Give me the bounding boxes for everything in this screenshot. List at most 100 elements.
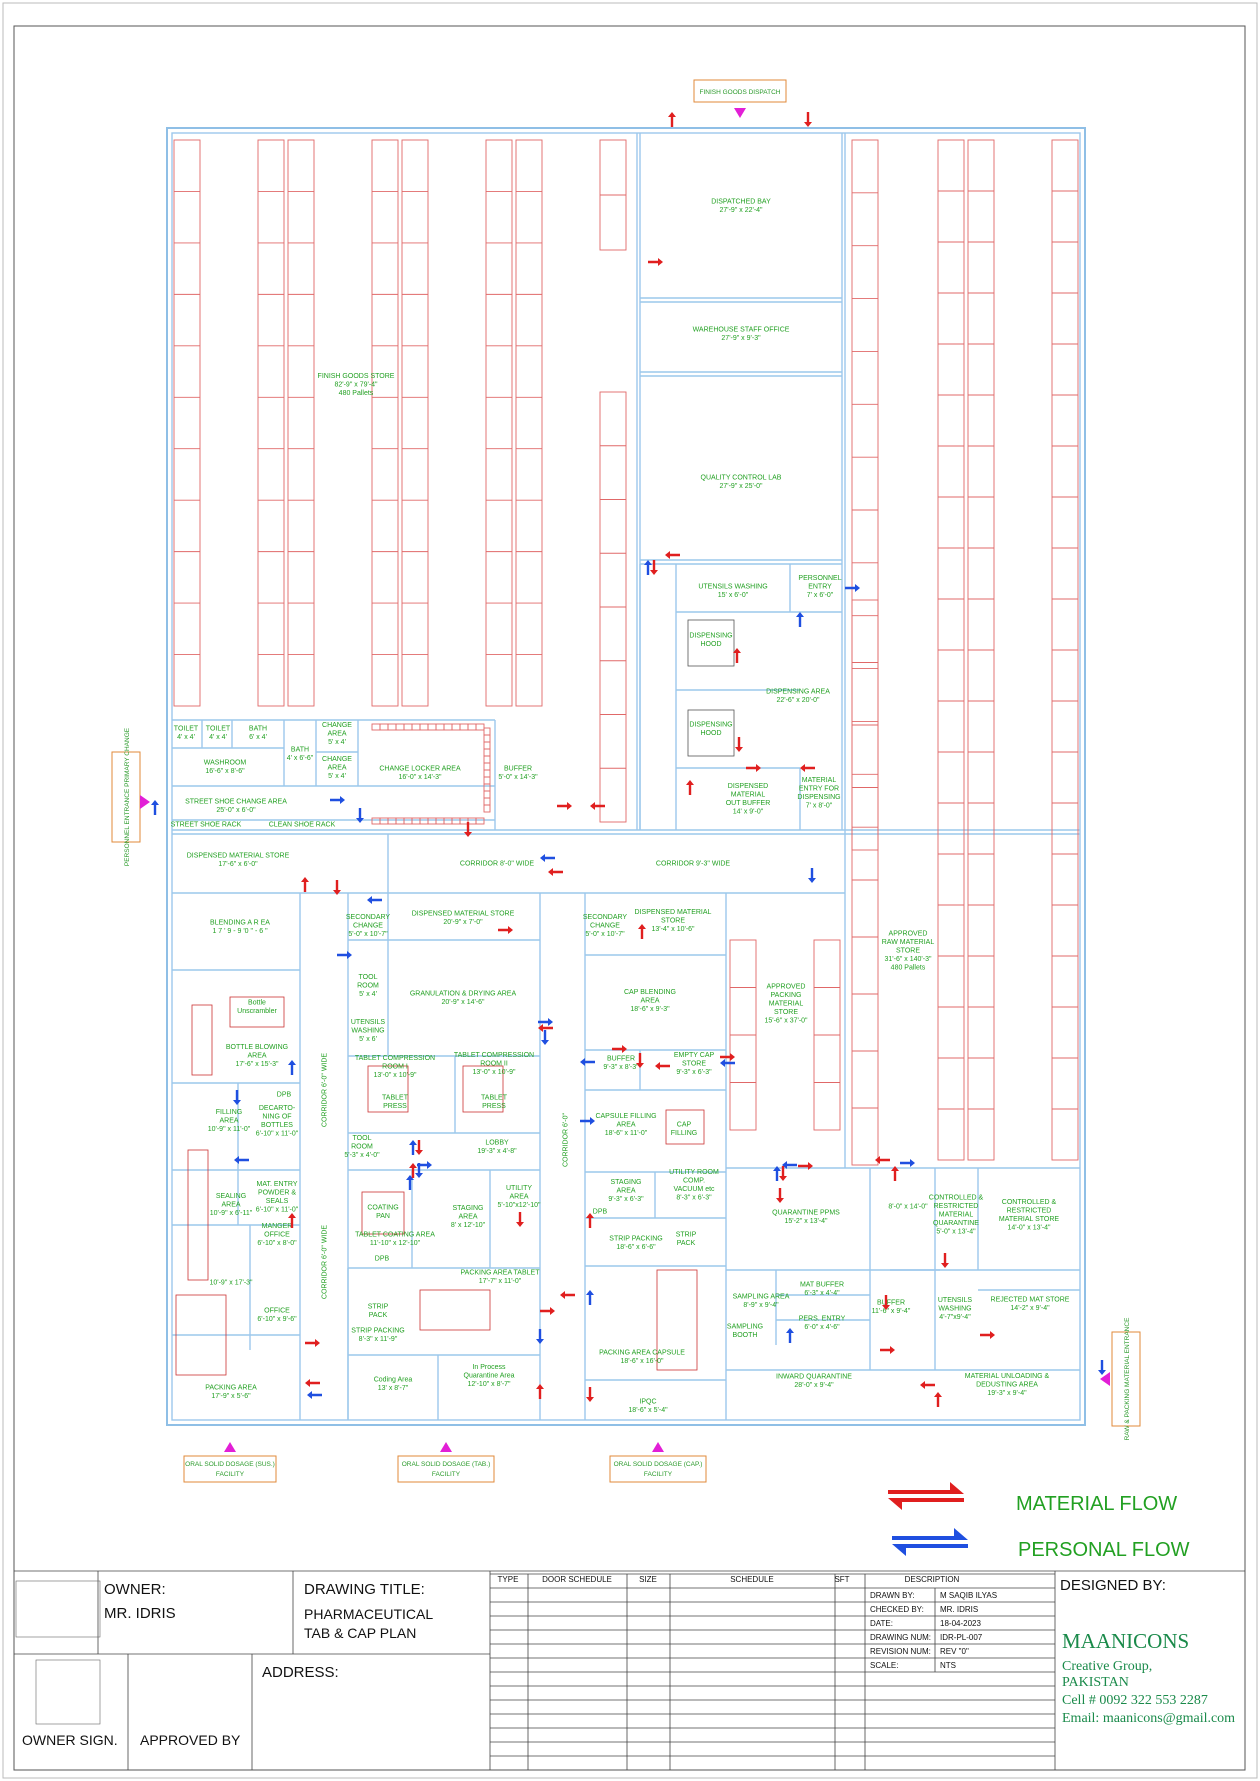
room-blending-area: BLENDING A R EA1 7 ' 9 - 9 '0 " - 6 ": [210, 919, 270, 935]
room-label-line: 6' x 4': [249, 734, 267, 741]
flow-arrow: [415, 1163, 423, 1178]
room-label-line: 5'-0" x 13'-4": [936, 1229, 976, 1236]
room-label-line: 480 Pallets: [891, 965, 926, 972]
flow-arrow: [548, 868, 563, 876]
flow-arrow: [498, 926, 513, 934]
pallet-rack: [851, 879, 879, 1166]
room-label-line: BOTTLES: [261, 1122, 293, 1129]
entrance-osd-cap: ORAL SOLID DOSAGE (CAP.) FACILITY: [609, 1442, 707, 1483]
room-label-line: Bottle: [248, 999, 266, 1006]
room-dpb-1: DPB: [277, 1092, 292, 1099]
room-label-line: BOOTH: [733, 1332, 758, 1339]
desc-value: NTS: [940, 1661, 956, 1670]
entrance-arrow-icon: [652, 1442, 664, 1452]
room-label-line: CHANGE: [322, 722, 352, 729]
col-sft: SFT: [834, 1575, 849, 1584]
schedule-grid: [490, 1573, 1055, 1770]
flow-arrow: [536, 1384, 544, 1399]
flow-arrow: [648, 258, 663, 266]
room-labelling: 10'-9" x 17'-3": [209, 1280, 253, 1287]
room-label-line: CHANGE LOCKER AREA: [379, 765, 461, 772]
room-label-line: 6'-10" x 8'-0": [257, 1240, 297, 1247]
room-label-line: DISPATCHED BAY: [711, 198, 771, 205]
room-label-line: CORRIDOR 6'-0": [563, 1112, 570, 1167]
flow-arrow: [305, 1339, 320, 1347]
room-label-line: RAW MATERIAL: [882, 939, 935, 946]
room-label-line: 5' x 4': [328, 739, 346, 746]
room-label-line: 13'-0" x 10'-9": [373, 1072, 417, 1079]
room-street-shoe-rack: STREET SHOE RACK: [171, 822, 242, 829]
room-label-line: 6'-3" x 4'-4": [804, 1290, 840, 1297]
room-label-line: SECONDARY: [346, 914, 391, 921]
flow-arrow: [900, 1159, 915, 1167]
room-label-line: QUALITY CONTROL LAB: [701, 474, 782, 481]
room-label-line: REJECTED MAT STORE: [991, 1296, 1070, 1303]
room-label-line: 8'-3" x 6'-3": [676, 1194, 712, 1201]
flow-arrow: [735, 737, 743, 752]
room-label-line: AREA: [221, 1202, 240, 1209]
firm-email: Email: maanicons@gmail.com: [1062, 1711, 1235, 1726]
room-label-line: QUARANTINE PPMS: [772, 1209, 840, 1216]
room-label-line: TABLET COATING AREA: [355, 1231, 435, 1238]
room-label-line: 14'-0" x 13'-4": [1007, 1224, 1051, 1231]
room-label-line: 11'-6" x 9'-4": [872, 1308, 911, 1315]
firm-country: PAKISTAN: [1062, 1675, 1129, 1690]
room-label-line: CORRIDOR 6'-0" WIDE: [322, 1053, 329, 1128]
entrance-raw-packing: RAW & PACKING MATERIAL ENTRANCE: [1100, 1317, 1141, 1440]
flow-arrow: [586, 1213, 594, 1228]
room-label-line: WASHING: [351, 1028, 384, 1035]
col-schedule: SCHEDULE: [730, 1575, 774, 1584]
room-label-line: BUFFER: [877, 1299, 905, 1306]
material-flow-icon: [888, 1482, 964, 1510]
flow-arrow: [665, 551, 680, 559]
flow-arrow: [650, 560, 658, 575]
room-label-line: PACKING AREA: [205, 1384, 257, 1391]
col-type: TYPE: [498, 1575, 519, 1584]
room-label-line: 9'-3" x 8'-3": [603, 1064, 639, 1071]
flow-arrow: [333, 880, 341, 895]
room-label-line: 15'-6" x 37'-0": [764, 1018, 808, 1025]
room-label-line: CLEAN SHOE RACK: [269, 822, 336, 829]
flow-arrow: [516, 1212, 524, 1227]
material-flow-label: MATERIAL FLOW: [1016, 1493, 1177, 1515]
flow-arrow: [920, 1381, 935, 1389]
room-label-line: 5' x 4': [328, 773, 346, 780]
room-label-line: 11'-10" x 12'-10": [370, 1240, 421, 1247]
pallet-rack: [257, 139, 285, 707]
room-label-line: SEALS: [266, 1198, 289, 1205]
flow-arrow: [746, 764, 761, 772]
room-label-line: CORRIDOR 6'-0" WIDE: [322, 1225, 329, 1300]
flow-arrow: [875, 1156, 890, 1164]
room-label-line: 14'-2" x 9'-4": [1010, 1305, 1050, 1312]
room-label-line: 31'-6" x 140'-3": [885, 956, 932, 963]
owner-logo-box: [15, 1580, 101, 1638]
room-label-line: PAN: [376, 1213, 390, 1220]
room-label-line: 6'-0" x 4'-6": [804, 1324, 840, 1331]
room-label-line: 7' x 8'-0": [806, 802, 833, 809]
room-label-line: TABLET: [481, 1094, 508, 1101]
sign-logo-box: [35, 1659, 101, 1725]
room-label-line: 5'-0" x 10'-7": [348, 931, 388, 938]
room-label-line: LOBBY: [485, 1139, 509, 1146]
room-label-line: WAREHOUSE STAFF OFFICE: [693, 326, 790, 333]
room-label-line: IPQC: [639, 1398, 656, 1405]
room-label-line: 5' x 4': [359, 991, 377, 998]
desc-key: DRAWN BY:: [870, 1591, 915, 1600]
room-label-line: FILLING: [671, 1130, 697, 1137]
